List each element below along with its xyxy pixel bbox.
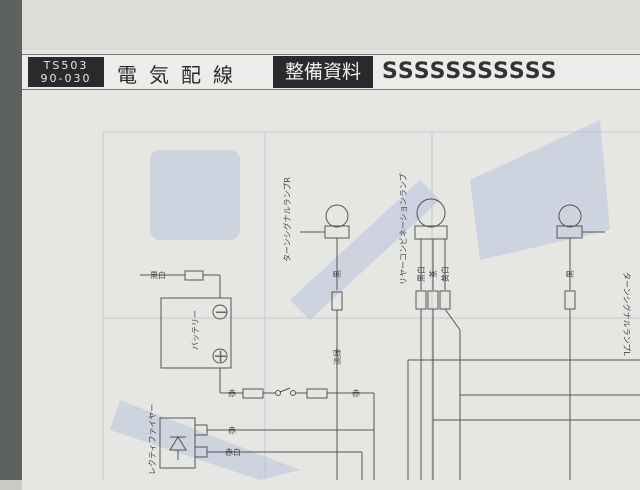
wire-color-label: 赤 bbox=[352, 389, 360, 398]
page-edge-shadow bbox=[0, 0, 22, 480]
suzuki-logo-row: SSSSSSSSSSS bbox=[382, 59, 558, 84]
wiring-diagram: − + ターンシグナルランプR リヤーコンビネーションランプ ターンシグナルラン… bbox=[102, 120, 640, 480]
wire-color-label: 赤 bbox=[228, 426, 236, 435]
bulb-icon bbox=[416, 198, 446, 228]
page-title: 電気配線 bbox=[117, 63, 245, 87]
wire-color-label: 淡緑 bbox=[332, 349, 342, 365]
top-margin bbox=[22, 0, 640, 50]
diagram-frame bbox=[102, 131, 640, 480]
background-motorcycle-illustration bbox=[110, 120, 610, 480]
wiring-lines bbox=[140, 198, 640, 480]
battery-box bbox=[160, 297, 232, 369]
model-code-line2: 90-030 bbox=[40, 72, 92, 85]
label-rectifier: レクティファイヤー bbox=[148, 404, 157, 475]
label-rear-combination-lamp: リヤーコンビネーションランプ bbox=[399, 173, 408, 285]
rectifier-box bbox=[159, 417, 196, 469]
label-battery: バッテリー bbox=[191, 310, 200, 350]
wire-color-label: 茶 bbox=[428, 270, 438, 278]
battery-positive-terminal: + bbox=[213, 346, 228, 367]
wire-color-label: 黄白 bbox=[440, 266, 450, 282]
wire-color-label: 黒白 bbox=[416, 266, 426, 282]
model-code-line1: TS503 bbox=[43, 59, 89, 72]
bulb-icon bbox=[325, 204, 349, 228]
wire-color-label: 赤 bbox=[228, 389, 236, 398]
wire-color-label: 黒 bbox=[333, 270, 342, 278]
label-turn-signal-l: ターンシグナルランプL bbox=[622, 272, 632, 356]
bulb-icon bbox=[558, 204, 582, 228]
page-subtitle: 整備資料 bbox=[273, 56, 373, 88]
wire-color-label: 黒白 bbox=[150, 270, 166, 280]
wire-color-label: 黒 bbox=[566, 270, 575, 278]
wire-color-label: 赤白 bbox=[225, 447, 241, 457]
label-turn-signal-r: ターンシグナルランプR bbox=[282, 177, 292, 262]
battery-negative-terminal: − bbox=[214, 302, 229, 323]
